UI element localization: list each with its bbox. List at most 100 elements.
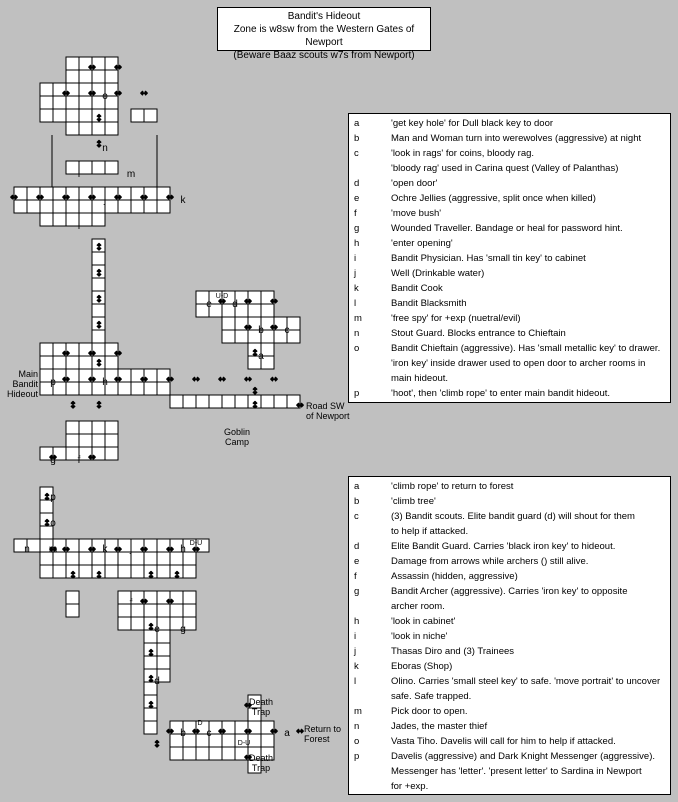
room-cell [182, 394, 197, 409]
top-map-rooms [13, 56, 301, 461]
passage-arrow-icon: ↕ [95, 114, 103, 124]
du-vertical-tag: D-U [238, 740, 250, 747]
passage-arrow-icon: ↕ [43, 493, 51, 503]
passage-arrow-icon: ↔ [88, 193, 96, 203]
room-letter-f: f [78, 455, 81, 466]
passage-arrow-icon: ↔ [140, 89, 148, 99]
passage-arrow-icon: ↔ [62, 89, 70, 99]
legend-text: Bandit Archer (aggressive). Carries 'iro… [391, 586, 628, 597]
room-cell [39, 82, 54, 97]
room-cell [104, 160, 119, 175]
legend-row: b'climb tree' [349, 494, 670, 509]
legend-key: b [354, 133, 360, 144]
death-trap-bottom-label: Death Trap [248, 753, 274, 773]
du-tag: D-U [190, 540, 202, 547]
room-cell [208, 746, 223, 761]
room-letter-j: j [103, 195, 106, 206]
room-cell [91, 251, 106, 266]
passage-arrow-icon: ↕ [95, 295, 103, 305]
room-cell [143, 108, 158, 123]
legend-row: main hideout. [349, 371, 670, 386]
room-cell [143, 720, 158, 735]
room-cell [65, 433, 80, 448]
legend-text: Thasas Diro and (3) Trainees [391, 646, 515, 657]
room-letter-p: p [50, 492, 56, 503]
legend-key: j [354, 646, 357, 657]
legend-text: Well (Drinkable water) [391, 268, 485, 279]
passage-arrow-icon: ↕ [95, 243, 103, 253]
passage-arrow-icon: ↔ [296, 401, 304, 411]
room-letter-o: o [102, 91, 108, 102]
passage-arrow-icon: ↕ [251, 387, 259, 397]
legend-text: Ochre Jellies (aggressive, split once wh… [391, 193, 596, 204]
room-letter-n: n [24, 544, 30, 555]
legend-row: k Bandit Cook [349, 281, 670, 296]
legend-row: p'hoot', then 'climb rope' to enter main… [349, 386, 670, 401]
passage-arrow-icon: ↔ [218, 727, 226, 737]
legend-text: 'get key hole' for Dull black key to doo… [391, 118, 554, 129]
passage-arrow-icon: ↕ [95, 571, 103, 581]
legend-text: Olino. Carries 'small steel key' to safe… [391, 676, 661, 687]
legend-text: Bandit Physician. Has 'small tin key' to… [391, 253, 586, 264]
legend-row: m'free spy' for +exp (nuetral/evil) [349, 311, 670, 326]
legend-text: Pick door to open. [391, 706, 468, 717]
legend-key: p [354, 751, 360, 762]
legend-key: k [354, 283, 359, 294]
ud-tag: U-D [216, 293, 228, 300]
legend-row: a'climb rope' to return to forest [349, 479, 670, 494]
room-cell [39, 355, 54, 370]
passage-arrow-icon: ↔ [114, 349, 122, 359]
room-cell [156, 668, 171, 683]
legend-text: Bandit Blacksmith [391, 298, 467, 309]
bottom-map-rooms [13, 486, 275, 774]
legend-key: k [354, 661, 359, 672]
map-connectors: ↔↔↔↔↔↔↔↔↔↔↔↔↔↔↔↔↔↔↔↔↔↔↔↔↔↔↔↔↔↔↔↔↔↕↕↕↕↕↕↕… [10, 63, 305, 764]
legend-key: b [354, 496, 360, 507]
passage-arrow-icon: ↔ [49, 453, 57, 463]
legend-text: Messenger has 'letter'. 'present letter'… [391, 766, 642, 777]
room-letter-n: n [102, 143, 108, 154]
legend-text: Vasta Tiho. Davelis will call for him to… [391, 736, 616, 747]
map-title-box: Bandit's Hideout Zone is w8sw from the W… [217, 7, 431, 61]
passage-arrow-icon: ↔ [244, 753, 252, 763]
room-cell [39, 342, 54, 357]
goblin-camp-label: Goblin Camp [223, 427, 250, 447]
passage-arrow-icon: ↔ [114, 193, 122, 203]
room-cell [104, 108, 119, 123]
legend-key: f [354, 208, 357, 219]
passage-arrow-icon: ↔ [62, 193, 70, 203]
room-cell [156, 199, 171, 214]
legend-text: (3) Bandit scouts. Elite bandit guard (d… [391, 511, 635, 522]
passage-arrow-icon: ↕ [251, 349, 259, 359]
legend-text: Bandit Cook [391, 283, 443, 294]
legend-key: m [354, 706, 362, 717]
room-letter-f: f [130, 598, 133, 609]
room-cell [65, 603, 80, 618]
room-letter-p: p [50, 377, 56, 388]
legend-key: n [354, 721, 360, 732]
legend-row: a'get key hole' for Dull black key to do… [349, 116, 670, 131]
legend-text: Davelis (aggressive) and Dark Knight Mes… [391, 751, 656, 762]
room-letter-a: a [284, 728, 290, 739]
map-title: Bandit's Hideout [287, 11, 361, 22]
room-cell [91, 212, 106, 227]
room-cell [195, 746, 210, 761]
passage-arrow-icon: ↕ [69, 401, 77, 411]
legend-key: i [354, 253, 357, 264]
room-letter-a: a [258, 351, 264, 362]
legend-row: archer room. [349, 599, 670, 614]
room-cell [221, 746, 236, 761]
legend-row: Messenger has 'letter'. 'present letter'… [349, 764, 670, 779]
room-cell [221, 316, 236, 331]
legend-text: Stout Guard. Blocks entrance to Chieftai… [391, 328, 566, 339]
legend-text: Assassin (hidden, aggressive) [391, 571, 518, 582]
legend-row: c(3) Bandit scouts. Elite bandit guard (… [349, 509, 670, 524]
room-cell [91, 433, 106, 448]
room-letter-k: k [181, 195, 187, 206]
legend-row: to help if attacked. [349, 524, 670, 539]
legend-row: m Pick door to open. [349, 704, 670, 719]
